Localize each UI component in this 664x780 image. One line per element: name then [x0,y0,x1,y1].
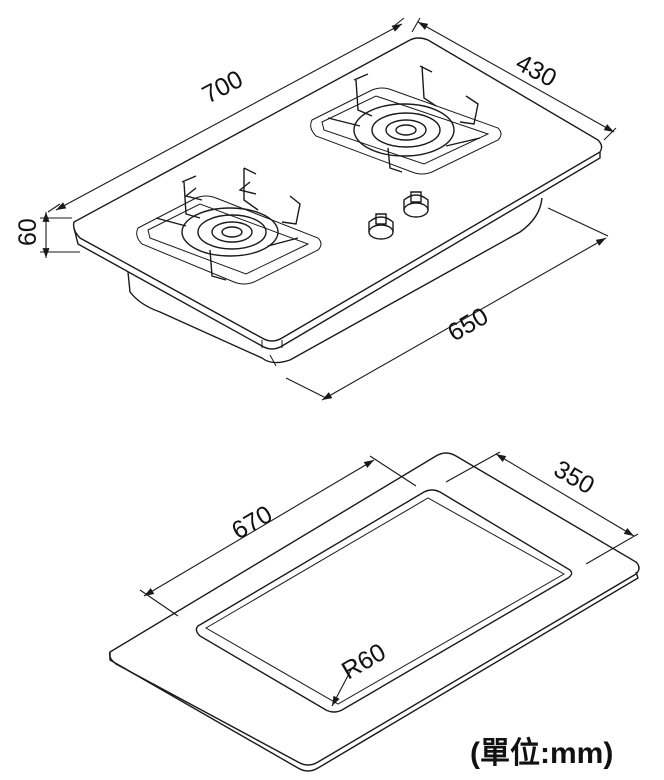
dim-650-label: 650 [443,302,493,347]
radius-leader: R60 [331,638,391,707]
dimension-700: 700 [47,17,405,213]
units-label: (單位:mm) [470,737,614,770]
control-knobs [368,191,429,240]
dim-700-label: 700 [198,65,248,109]
countertop-outline [108,452,640,766]
dimension-60: 60 [14,212,80,258]
cutout-drawing: 670 350 R60 [108,451,640,772]
cutout-opening [195,489,573,713]
dim-430-label: 430 [511,49,561,93]
dim-60-label: 60 [14,218,42,246]
cooktop-basin [127,197,543,364]
dimension-670: 670 [139,455,417,617]
cooktop-drawing: 700 430 60 650 [14,17,617,401]
dim-670-label: 670 [227,500,277,545]
cooktop-top-plate [72,37,603,342]
left-burner [136,167,322,285]
right-burner [310,65,502,175]
dimension-430: 430 [411,17,617,141]
dimension-650: 650 [285,207,609,401]
dimension-350: 350 [445,451,639,565]
dim-350-label: 350 [549,455,599,500]
